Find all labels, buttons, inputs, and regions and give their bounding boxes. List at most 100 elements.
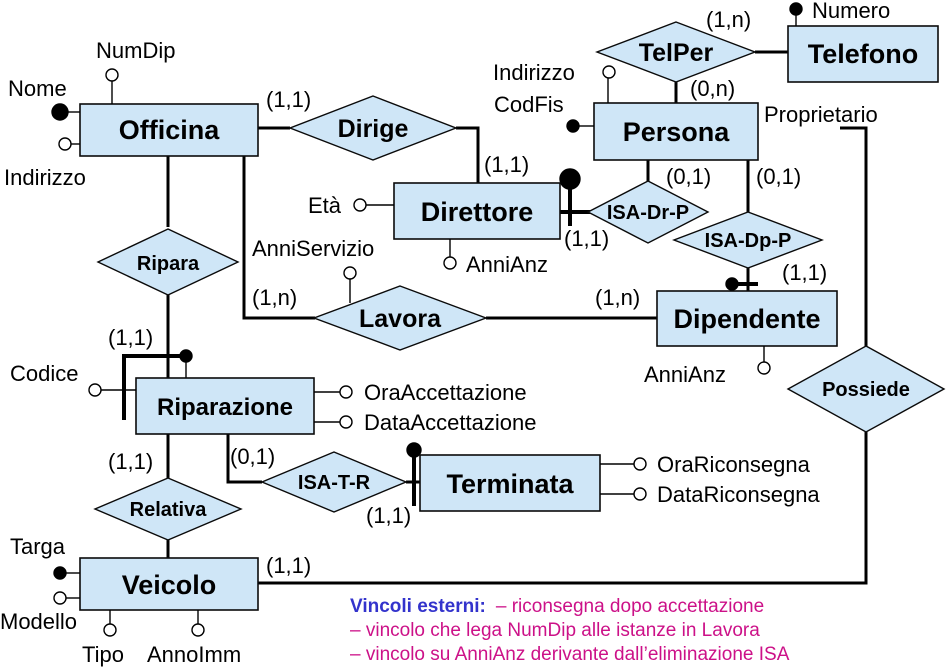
card-dirige-direttore: (1,1) <box>484 152 529 177</box>
targa-attribute-label: Targa <box>10 534 66 559</box>
annoimm-attribute-dot <box>191 623 205 637</box>
notes-item-2: – vincolo che lega NumDip alle istanze i… <box>350 620 760 641</box>
numero-attribute-dot <box>789 2 803 16</box>
entity-direttore: Direttore <box>393 182 561 240</box>
entity-persona: Persona <box>593 102 759 161</box>
data-accettazione-label: DataAccettazione <box>364 410 536 435</box>
tipo-attribute-label: Tipo <box>82 642 124 667</box>
codfis-attribute-label: CodFis <box>494 92 564 117</box>
nome-attribute-dot <box>51 103 69 121</box>
relationship-isa-t-r: ISA-T-R <box>260 451 408 513</box>
direttore-id-dot <box>559 168 581 190</box>
veicolo-label: Veicolo <box>122 570 217 600</box>
telefono-label: Telefono <box>808 39 919 69</box>
persona-label: Persona <box>623 117 731 147</box>
notes-item-1: – riconsegna dopo accettazione <box>496 596 764 617</box>
ora-riconsegna-label: OraRiconsegna <box>657 452 811 477</box>
eta-attribute-label: Età <box>308 193 342 218</box>
card-isa-dp-p-dipendente: (1,1) <box>782 260 827 285</box>
attributes: Numero NumDip Nome Indirizzo Indirizzo C… <box>0 0 890 667</box>
annianz-dipendente-label: AnniAnz <box>644 362 726 387</box>
annianz-direttore-dot <box>443 256 457 270</box>
nome-attribute-label: Nome <box>8 76 67 101</box>
dipendente-label: Dipendente <box>673 304 820 334</box>
card-isa-dr-p-direttore: (1,1) <box>564 226 609 251</box>
ripara-label: Ripara <box>137 253 200 275</box>
officina-label: Officina <box>119 115 220 145</box>
direttore-label: Direttore <box>421 197 534 227</box>
card-isa-t-r-terminata: (1,1) <box>366 503 411 528</box>
indirizzo-officina-label: Indirizzo <box>4 165 86 190</box>
external-constraints-notes: Vincoli esterni: – riconsegna dopo accet… <box>350 596 790 665</box>
data-riconsegna-label: DataRiconsegna <box>657 482 820 507</box>
ora-accettazione-label: OraAccettazione <box>364 380 527 405</box>
isa-dr-p-label: ISA-Dr-P <box>607 202 689 224</box>
eta-attribute-dot <box>353 198 367 212</box>
annianz-dipendente-dot <box>757 361 771 375</box>
cardinalities: (1,n) (0,n) (1,1) (1,1) (0,1) (1,1) (0,1… <box>108 7 827 578</box>
card-telper-persona: (0,n) <box>690 76 735 101</box>
tipo-attribute-dot <box>103 623 117 637</box>
card-lavora-officina: (1,n) <box>252 285 297 310</box>
relativa-label: Relativa <box>130 499 208 521</box>
indirizzo-persona-label: Indirizzo <box>493 60 575 85</box>
codice-attribute-dot <box>88 383 102 397</box>
relationship-lines <box>166 50 868 585</box>
modello-attribute-label: Modello <box>0 609 77 634</box>
entity-terminata: Terminata <box>419 454 601 512</box>
riparazione-id-dot <box>179 349 193 363</box>
annoimm-attribute-label: AnnoImm <box>147 642 241 667</box>
card-ripara-riparazione: (1,1) <box>108 325 153 350</box>
codfis-attribute-dot <box>566 119 580 133</box>
possiede-label: Possiede <box>822 379 910 401</box>
lavora-label: Lavora <box>359 305 442 333</box>
indirizzo-persona-dot <box>602 65 616 79</box>
entity-riparazione: Riparazione <box>135 377 315 435</box>
dirige-label: Dirige <box>338 115 409 143</box>
notes-heading: Vincoli esterni: <box>350 596 486 617</box>
relationship-lavora: Lavora <box>311 285 489 351</box>
relationship-isa-dr-p: ISA-Dr-P <box>586 180 710 244</box>
relationship-ripara: Ripara <box>96 228 240 296</box>
card-isa-dp-p-persona: (0,1) <box>756 164 801 189</box>
entity-officina: Officina <box>79 103 259 157</box>
card-isa-dr-p-persona: (0,1) <box>666 164 711 189</box>
data-riconsegna-dot <box>633 487 647 501</box>
riparazione-label: Riparazione <box>157 394 293 421</box>
role-proprietario: Proprietario <box>764 102 878 127</box>
relationship-telper: TelPer <box>595 21 757 83</box>
modello-attribute-dot <box>53 591 67 605</box>
codice-attribute-label: Codice <box>10 361 78 386</box>
targa-attribute-dot <box>53 566 67 580</box>
anniservizio-attribute-label: AnniServizio <box>252 236 374 261</box>
relationship-relativa: Relativa <box>93 477 243 541</box>
card-lavora-dipendente: (1,n) <box>595 285 640 310</box>
numdip-attribute-label: NumDip <box>96 38 175 63</box>
entity-telefono: Telefono <box>787 25 939 83</box>
card-dirige-officina: (1,1) <box>266 87 311 112</box>
card-possiede-veicolo: (1,1) <box>266 553 311 578</box>
entity-dipendente: Dipendente <box>656 290 838 347</box>
relationship-possiede: Possiede <box>786 345 946 433</box>
anniservizio-attribute-dot <box>343 266 357 280</box>
data-accettazione-dot <box>339 415 353 429</box>
relationship-isa-dp-p: ISA-Dp-P <box>672 211 824 269</box>
ora-riconsegna-dot <box>633 457 647 471</box>
notes-line-1: Vincoli esterni: – riconsegna dopo accet… <box>350 596 764 617</box>
numero-attribute-label: Numero <box>812 0 890 23</box>
indirizzo-officina-dot <box>58 137 72 151</box>
card-relativa-riparazione: (1,1) <box>108 449 153 474</box>
telper-label: TelPer <box>639 39 714 67</box>
card-isa-t-r-riparazione: (0,1) <box>230 444 275 469</box>
isa-t-r-label: ISA-T-R <box>298 472 371 494</box>
numdip-attribute-dot <box>105 68 119 82</box>
entity-veicolo: Veicolo <box>79 557 259 611</box>
dipendente-id-dot <box>725 277 739 291</box>
annianz-direttore-label: AnniAnz <box>466 252 548 277</box>
isa-dp-p-label: ISA-Dp-P <box>705 230 792 252</box>
terminata-id-dot <box>406 442 422 458</box>
ora-accettazione-dot <box>339 385 353 399</box>
card-telper-telefono: (1,n) <box>706 7 751 32</box>
notes-item-3: – vincolo su AnniAnz derivante dall’elim… <box>350 644 790 665</box>
